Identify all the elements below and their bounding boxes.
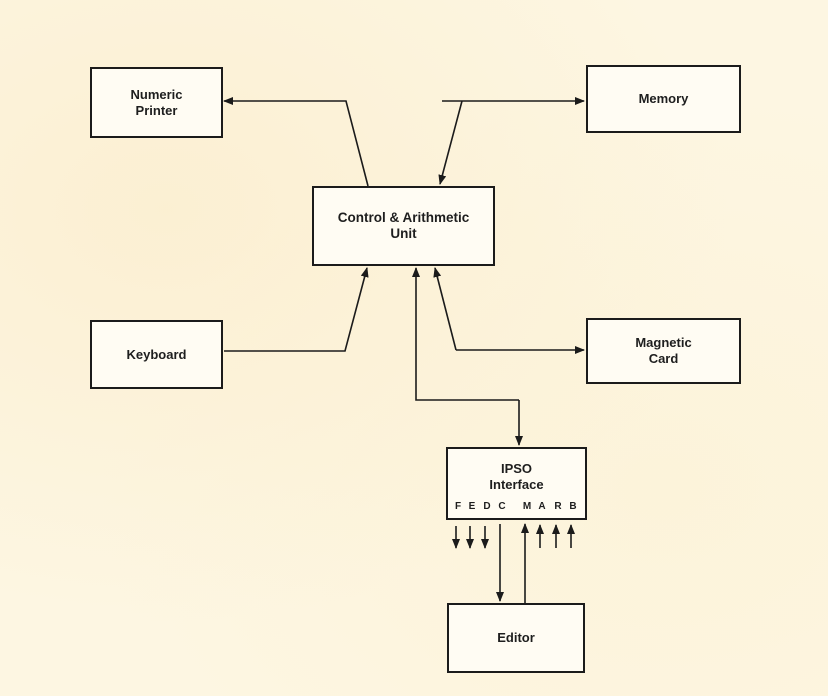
edge-memory-cpu [438, 100, 463, 185]
port-label-a: A [538, 501, 546, 512]
port-label-c: C [498, 501, 506, 512]
memory-block: Memory [586, 65, 741, 133]
magnetic-card-label: Magnetic Card [635, 335, 692, 366]
numeric-printer-label: Numeric Printer [130, 86, 183, 118]
ipso-interface-label: IPSO Interface [489, 461, 544, 492]
port-label-e: E [468, 501, 476, 512]
port-label-d: D [483, 501, 491, 512]
editor-label: Editor [497, 630, 535, 645]
memory-label: Memory [638, 91, 689, 106]
port-label-r: R [554, 501, 562, 512]
edge-cpu-printer [223, 97, 369, 187]
control-arithmetic-unit-label: Control & Arithmetic Unit [337, 210, 470, 241]
keyboard-label: Keyboard [126, 346, 187, 362]
edge-ipso-cpu [412, 267, 519, 401]
port-label-f: F [454, 501, 462, 512]
numeric-printer-block: Numeric Printer [90, 67, 223, 138]
magnetic-card-block: Magnetic Card [586, 318, 741, 384]
port-label-m: M [522, 501, 532, 512]
ipso-interface-block: IPSO Interface F E D C M A R B [446, 447, 587, 520]
control-arithmetic-unit-block: Control & Arithmetic Unit [312, 186, 495, 266]
editor-block: Editor [447, 603, 585, 673]
edge-magcard-cpu [433, 267, 457, 351]
edge-keyboard-cpu [224, 267, 369, 352]
port-label-b: B [569, 501, 577, 512]
keyboard-block: Keyboard [90, 320, 223, 389]
